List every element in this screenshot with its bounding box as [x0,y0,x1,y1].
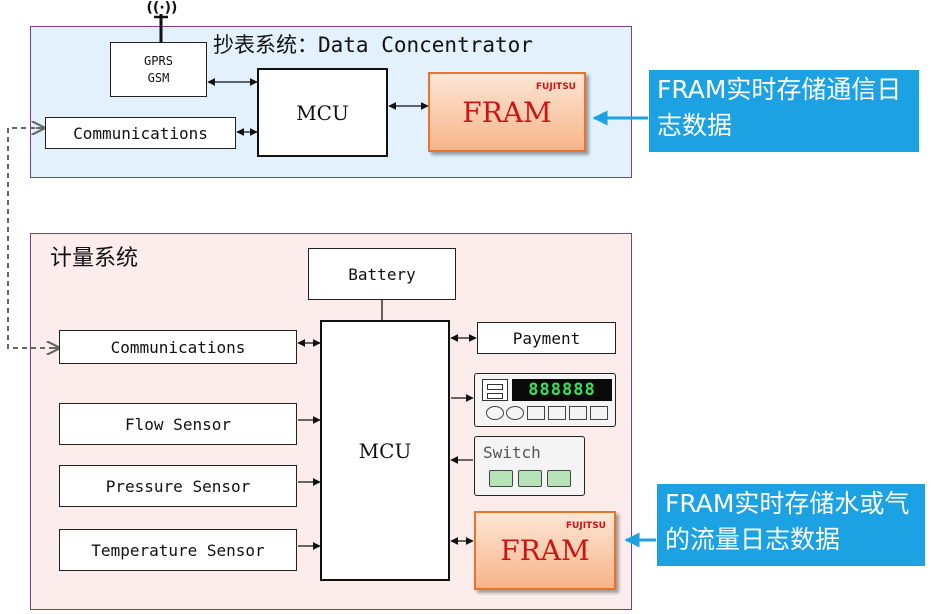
display-mode-icon [482,379,508,401]
concentrator-fram-box: FUJITSU FRAM [428,72,586,152]
display-buttons [486,406,608,420]
fujitsu-logo: FUJITSU [565,521,606,531]
temperature-sensor-box: Temperature Sensor [59,529,297,571]
square-button-icon [590,406,608,420]
metering-communications-box: Communications [59,330,297,364]
switch-panel: Switch [474,436,585,496]
fujitsu-logo: FUJITSU [535,82,576,92]
concentrator-fram-label: FRAM [462,95,552,129]
battery-box: Battery [308,248,456,300]
square-button-icon [527,406,545,420]
metering-mcu-label: MCU [358,438,412,463]
gprs-label: GPRS [144,53,173,68]
temperature-sensor-label: Temperature Sensor [91,540,265,560]
round-button-icon [506,406,524,420]
concentrator-communications-box: Communications [45,117,236,149]
concentrator-mcu-box: MCU [257,68,388,157]
concentrator-fram-callout: FRAM实时存储通信日志数据 [649,70,919,152]
switch-key-icon [518,470,542,487]
pressure-sensor-label: Pressure Sensor [105,476,251,496]
concentrator-mcu-label: MCU [296,100,349,125]
metering-fram-box: FUJITSU FRAM [474,511,616,590]
flow-sensor-label: Flow Sensor [125,414,231,434]
payment-box: Payment [477,322,616,354]
metering-communications-label: Communications [110,337,246,357]
pressure-sensor-box: Pressure Sensor [59,465,297,507]
switch-key-icon [547,470,571,487]
switch-key-icon [489,470,513,487]
lcd-digits: 888888 [512,379,612,401]
concentrator-title: 抄表系统：Data Concentrator [213,33,533,57]
gprs-gsm-box: GPRS GSM [110,42,207,97]
switch-label: Switch [483,443,541,462]
round-button-icon [486,406,504,420]
square-button-icon [569,406,587,420]
payment-label: Payment [512,328,581,348]
flow-sensor-box: Flow Sensor [59,403,297,445]
metering-fram-label: FRAM [500,534,590,567]
gsm-label: GSM [147,70,170,85]
metering-title: 计量系统 [50,246,139,271]
battery-label: Battery [348,264,416,284]
switch-keys [489,470,571,487]
meter-display-panel: 888888 [474,373,616,427]
square-button-icon [548,406,566,420]
metering-fram-callout: FRAM实时存储水或气的流量日志数据 [657,484,925,566]
metering-mcu-box: MCU [320,320,450,581]
concentrator-communications-label: Communications [73,123,208,143]
antenna-icon: ((·)) [146,0,178,16]
